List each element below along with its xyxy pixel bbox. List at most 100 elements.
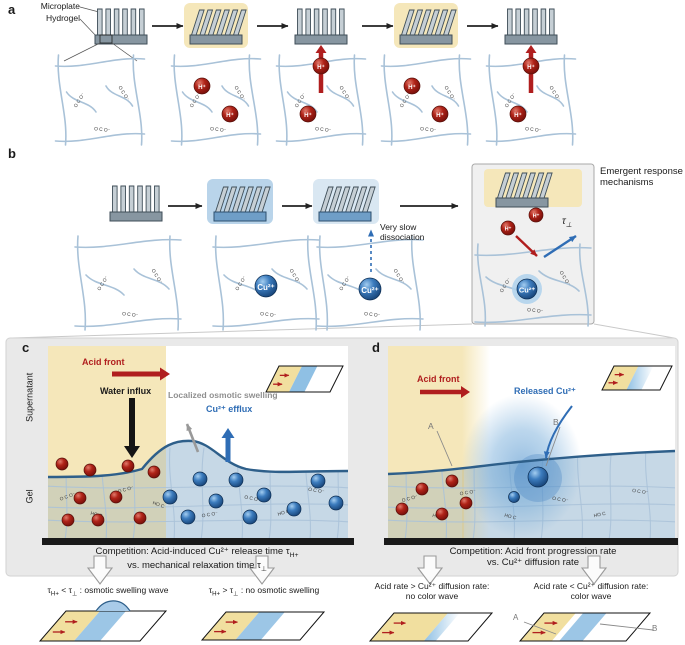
- outcome-3-label: Acid rate > Cu²⁺ diffusion rate: no colo…: [362, 581, 502, 601]
- polymer-strand: [391, 91, 423, 113]
- polymer-strand: [536, 85, 565, 107]
- outcome-sub: H+: [212, 590, 221, 598]
- cu-ion-icon: [508, 491, 520, 503]
- outcome-text: τ: [208, 585, 213, 595]
- outcome-1-label: τH+ < τ⊥ : osmotic swelling wave: [26, 585, 190, 598]
- gel-surface: [47, 439, 349, 479]
- outcome-text: : osmotic swelling wave: [77, 585, 169, 595]
- svg-text:Cu²⁺: Cu²⁺: [519, 286, 535, 295]
- polymer-strand: [170, 57, 262, 68]
- caption-text: vs. mechanical relaxation time τ: [127, 559, 261, 571]
- polymer-strand: [306, 235, 318, 331]
- tau-sub: ⊥: [565, 220, 573, 229]
- chem-group-label: O C O⁻: [201, 511, 218, 520]
- polymer-strand: [65, 91, 97, 113]
- cu-ion-icon: [242, 509, 258, 525]
- cu-ion-icon: [310, 473, 326, 489]
- inset-plate-d: [601, 365, 673, 391]
- polymer-strand: [326, 85, 355, 107]
- panel-c-caption: Competition: Acid-induced Cu²⁺ release t…: [38, 546, 356, 574]
- polymer-strand: [375, 268, 412, 290]
- polymer-strand: [54, 132, 146, 143]
- polymer-strand: [181, 91, 213, 113]
- svg-text:H⁺: H⁺: [436, 112, 444, 119]
- chem-group-label: O C O⁻: [420, 126, 437, 134]
- outcome-text: Acid rate < Cu²⁺ diffusion rate:: [533, 581, 649, 591]
- very-slow-dissociation-label: Very slow dissociation: [380, 222, 425, 243]
- cu-ion-icon: Cu²⁺: [254, 274, 278, 298]
- panel-a-label: a: [8, 2, 16, 17]
- swelling-bump: [95, 600, 131, 612]
- chem-group-label: O C O⁻: [364, 311, 381, 319]
- polymer-strand: [48, 519, 348, 523]
- released-cu-arrow: [543, 405, 573, 459]
- caption-line: vs. Cu²⁺ diffusion rate: [487, 557, 579, 569]
- acid-front-label-c: Acid front: [82, 357, 125, 367]
- zoom-funnel-line: [593, 323, 675, 339]
- hydrogel-label: Hydrogel: [45, 13, 80, 23]
- polymer-strand: [431, 85, 460, 107]
- chem-group-label: O C O⁻: [59, 491, 77, 502]
- caption-sub: H+: [289, 551, 299, 559]
- pointer-line-b: [599, 623, 654, 631]
- polymer-strand: [563, 54, 574, 146]
- polymer-network: O C O⁻O C O⁻O C O⁻: [380, 54, 472, 146]
- outcome-sub: ⊥: [233, 590, 239, 598]
- h-ion-icon: H⁺: [522, 57, 540, 75]
- h-ion-icon: [73, 491, 87, 505]
- pointer-line-b: [545, 426, 561, 467]
- pointer-line-a: [436, 430, 453, 467]
- outcome-sub: ⊥: [71, 590, 78, 598]
- chem-group-label: O C O⁻: [401, 494, 419, 504]
- down-arrow-icon: [580, 555, 608, 585]
- polymer-network: O C O⁻O C O⁻O C O⁻: [74, 235, 182, 331]
- base-bar: [384, 538, 678, 545]
- svg-text:H⁺: H⁺: [533, 212, 540, 219]
- chem-group-label: O C O⁻: [548, 85, 562, 102]
- panel-c-label: c: [22, 340, 30, 355]
- supernatant-label: Supernatant: [24, 372, 35, 422]
- h-ion-icon: [395, 502, 409, 516]
- outcome-text: : no osmotic swelling: [238, 585, 320, 595]
- caption-text: Competition: Acid-induced Cu²⁺ release t…: [95, 546, 290, 557]
- cu-ion-icon: [208, 493, 224, 509]
- polymer-strand: [133, 268, 170, 290]
- svg-text:H⁺: H⁺: [304, 112, 312, 119]
- polymer-strand: [271, 268, 308, 290]
- polymer-strand: [608, 451, 613, 538]
- microplate-leader-line: [79, 6, 100, 13]
- h-ion-icon: [83, 463, 97, 477]
- cu-ion-icon: [256, 487, 272, 503]
- svg-text:H⁺: H⁺: [198, 84, 206, 91]
- gel-surface: [387, 449, 676, 476]
- h-ion-icon: [121, 459, 135, 473]
- polymer-network: O C O⁻O C O⁻O C O⁻: [54, 54, 146, 146]
- polymer-strand: [485, 132, 577, 143]
- polymer-strand: [76, 235, 87, 331]
- svg-text:Cu²⁺: Cu²⁺: [361, 286, 379, 295]
- panel-d-caption: Competition: Acid front progression rate…: [390, 546, 676, 568]
- pointer-line-a: [523, 621, 557, 635]
- h-ion-icon: [55, 457, 69, 471]
- svg-text:H⁺: H⁺: [527, 64, 535, 71]
- h-ion-icon: [109, 490, 123, 504]
- h-ion-icon: [459, 496, 473, 510]
- chem-group-label: O C O⁻: [94, 126, 111, 134]
- h-ion-icon: [415, 482, 429, 496]
- polymer-strand: [48, 503, 348, 509]
- polymer-strand: [316, 317, 424, 328]
- chem-group-label: O C O⁻: [632, 488, 649, 496]
- h-ion-icon: [91, 513, 105, 527]
- base-bar: [42, 538, 354, 545]
- polymer-strand: [173, 54, 183, 146]
- caption-line: Competition: Acid-induced Cu²⁺ release t…: [38, 546, 356, 560]
- inset-plate-c: [265, 365, 344, 393]
- h-ion-icon: H⁺: [528, 207, 544, 223]
- microplate-label: Microplate: [40, 1, 80, 11]
- svg-text:H⁺: H⁺: [317, 64, 325, 71]
- arrow-icon: [124, 398, 140, 458]
- h-ion-icon: H⁺: [403, 77, 421, 95]
- chem-group-label: O C O⁻: [443, 85, 457, 102]
- polymer-strand: [318, 235, 329, 331]
